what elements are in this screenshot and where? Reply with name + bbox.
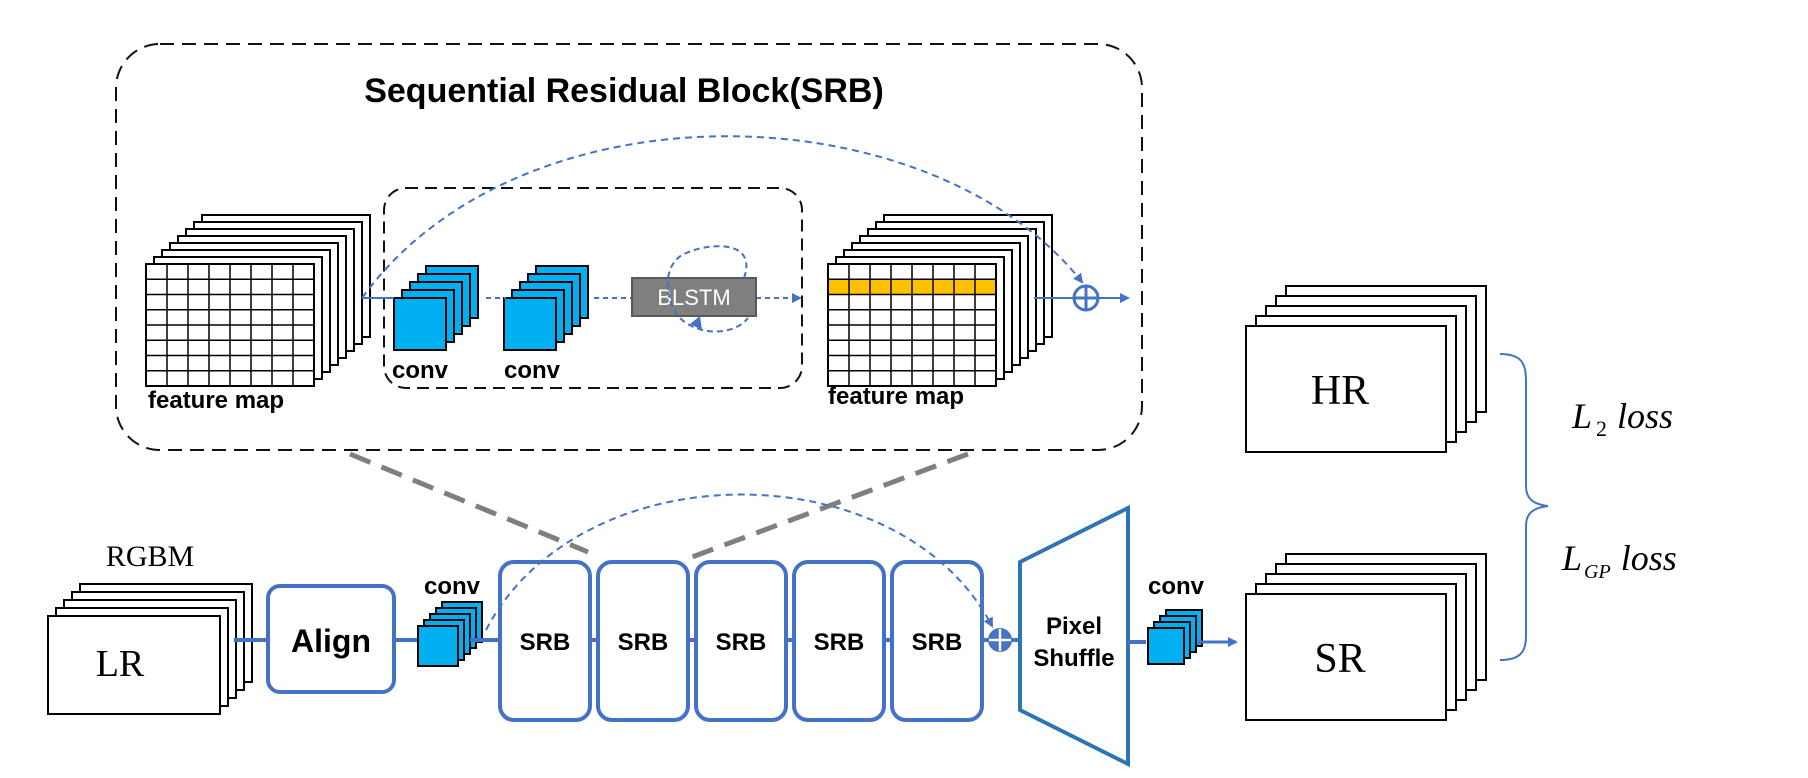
- srb-sum-icon: [1072, 284, 1100, 312]
- sr-label: SR: [1314, 636, 1365, 682]
- conv-layer: [1147, 627, 1185, 665]
- lgp-subscript: GP: [1584, 561, 1611, 583]
- align-label: Align: [291, 623, 371, 659]
- l2-subscript: 2: [1596, 416, 1607, 441]
- conv-blstm-frame: [383, 187, 803, 389]
- conv-layer: [417, 625, 459, 667]
- srb-block-label: SRB: [814, 629, 865, 656]
- conv-input-stack: [417, 601, 483, 667]
- blstm-recurrent-loop: [666, 245, 749, 333]
- blstm-box: [631, 277, 757, 317]
- conv-layer: [503, 297, 557, 351]
- global-skip-arc: [485, 493, 993, 631]
- conv-layer: [393, 297, 447, 351]
- hr-stack: [1245, 285, 1487, 453]
- rgbm-label: RGBM: [106, 540, 194, 573]
- pixel-shuffle-block: [1018, 504, 1130, 768]
- pixel-shuffle-label-1: Pixel: [1046, 613, 1102, 640]
- srb-title: Sequential Residual Block(SRB): [364, 72, 884, 110]
- lgp-word: loss: [1621, 538, 1677, 578]
- blstm-label: BLSTM: [657, 285, 730, 310]
- pixel-shuffle-label-2: Shuffle: [1033, 645, 1114, 672]
- image-layer: [47, 615, 221, 715]
- srb-skip-arc: [361, 135, 1084, 299]
- conv-1-label: conv: [392, 357, 449, 384]
- feature-map-border: [827, 263, 997, 387]
- callout-line-right: [683, 451, 969, 563]
- feature-map-border: [145, 263, 315, 387]
- srb-block-label: SRB: [716, 629, 767, 656]
- sr-stack: [1245, 553, 1487, 721]
- conv-2-label: conv: [504, 357, 561, 384]
- lr-label: LR: [96, 643, 145, 685]
- image-layer: [1245, 593, 1447, 721]
- global-sum-icon: [988, 628, 1012, 652]
- lgp-symbol: L: [1561, 538, 1582, 578]
- srb-detail-frame: [115, 43, 1143, 451]
- callout-line-left: [349, 451, 589, 555]
- loss-brace: [1499, 353, 1549, 661]
- l2-word: loss: [1617, 396, 1673, 436]
- conv-output-stack: [1147, 609, 1203, 665]
- srb-chain: SRB SRB SRB SRB SRB: [498, 560, 989, 722]
- conv-stack-2: [503, 265, 589, 351]
- conv-out-label: conv: [1148, 573, 1205, 600]
- image-layer: [1245, 325, 1447, 453]
- l2-symbol: L: [1571, 396, 1592, 436]
- srb-block-label: SRB: [912, 629, 963, 656]
- srb-block-label: SRB: [618, 629, 669, 656]
- blstm-loop-arrow-icon: [690, 316, 702, 330]
- feature-map-input-label: feature map: [148, 387, 284, 414]
- hr-label: HR: [1311, 368, 1369, 414]
- conv-stack-1: [393, 265, 479, 351]
- feature-map-output-label: feature map: [828, 383, 964, 410]
- feature-map-output: [827, 214, 1053, 387]
- srb-block-label: SRB: [520, 629, 571, 656]
- conv-in-label: conv: [424, 573, 481, 600]
- feature-map-input: [145, 214, 371, 387]
- lr-input-stack: [47, 583, 253, 715]
